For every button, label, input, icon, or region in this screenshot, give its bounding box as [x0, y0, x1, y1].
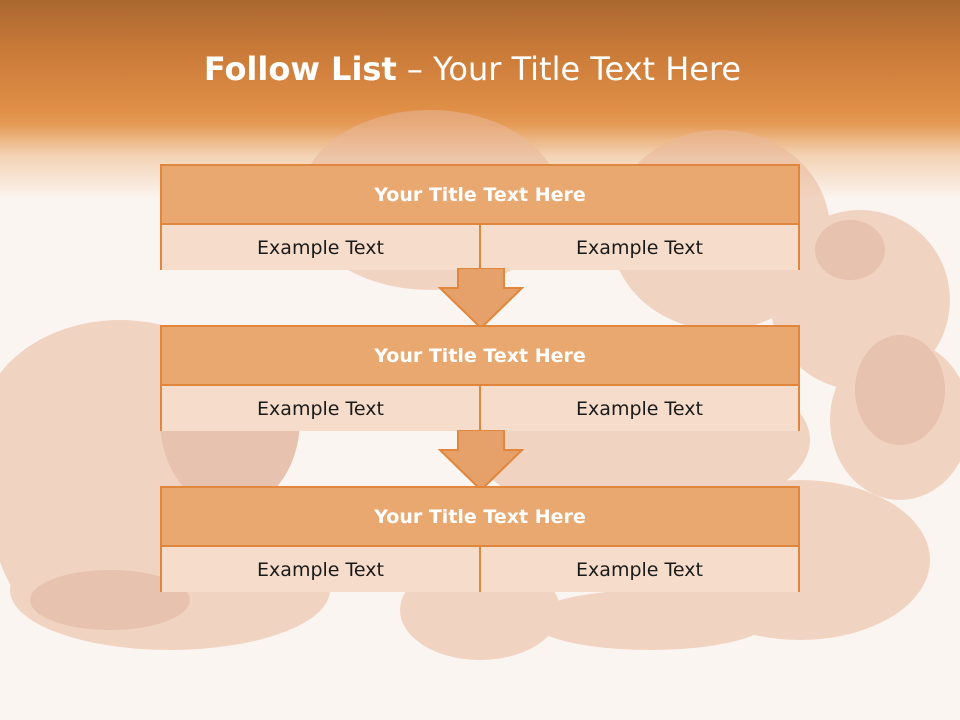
down-arrow-icon [438, 268, 524, 330]
page-title: Follow List – Your Title Text Here [0, 50, 945, 88]
block-cell-left: Example Text [162, 225, 479, 270]
block-cell-left: Example Text [162, 547, 479, 592]
block-row: Example Text Example Text [162, 547, 798, 592]
block-heading: Your Title Text Here [162, 488, 798, 547]
block-cell-right: Example Text [479, 547, 798, 592]
block-row: Example Text Example Text [162, 225, 798, 270]
block-heading: Your Title Text Here [162, 166, 798, 225]
list-block-1: Your Title Text Here Example Text Exampl… [160, 164, 800, 270]
list-block-3: Your Title Text Here Example Text Exampl… [160, 486, 800, 592]
title-bold: Follow List [203, 50, 397, 88]
block-cell-right: Example Text [479, 225, 798, 270]
block-heading: Your Title Text Here [162, 327, 798, 386]
block-cell-left: Example Text [162, 386, 479, 431]
block-row: Example Text Example Text [162, 386, 798, 431]
down-arrow-icon [438, 430, 524, 492]
block-cell-right: Example Text [479, 386, 798, 431]
title-rest: – Your Title Text Here [396, 50, 742, 88]
list-block-2: Your Title Text Here Example Text Exampl… [160, 325, 800, 431]
